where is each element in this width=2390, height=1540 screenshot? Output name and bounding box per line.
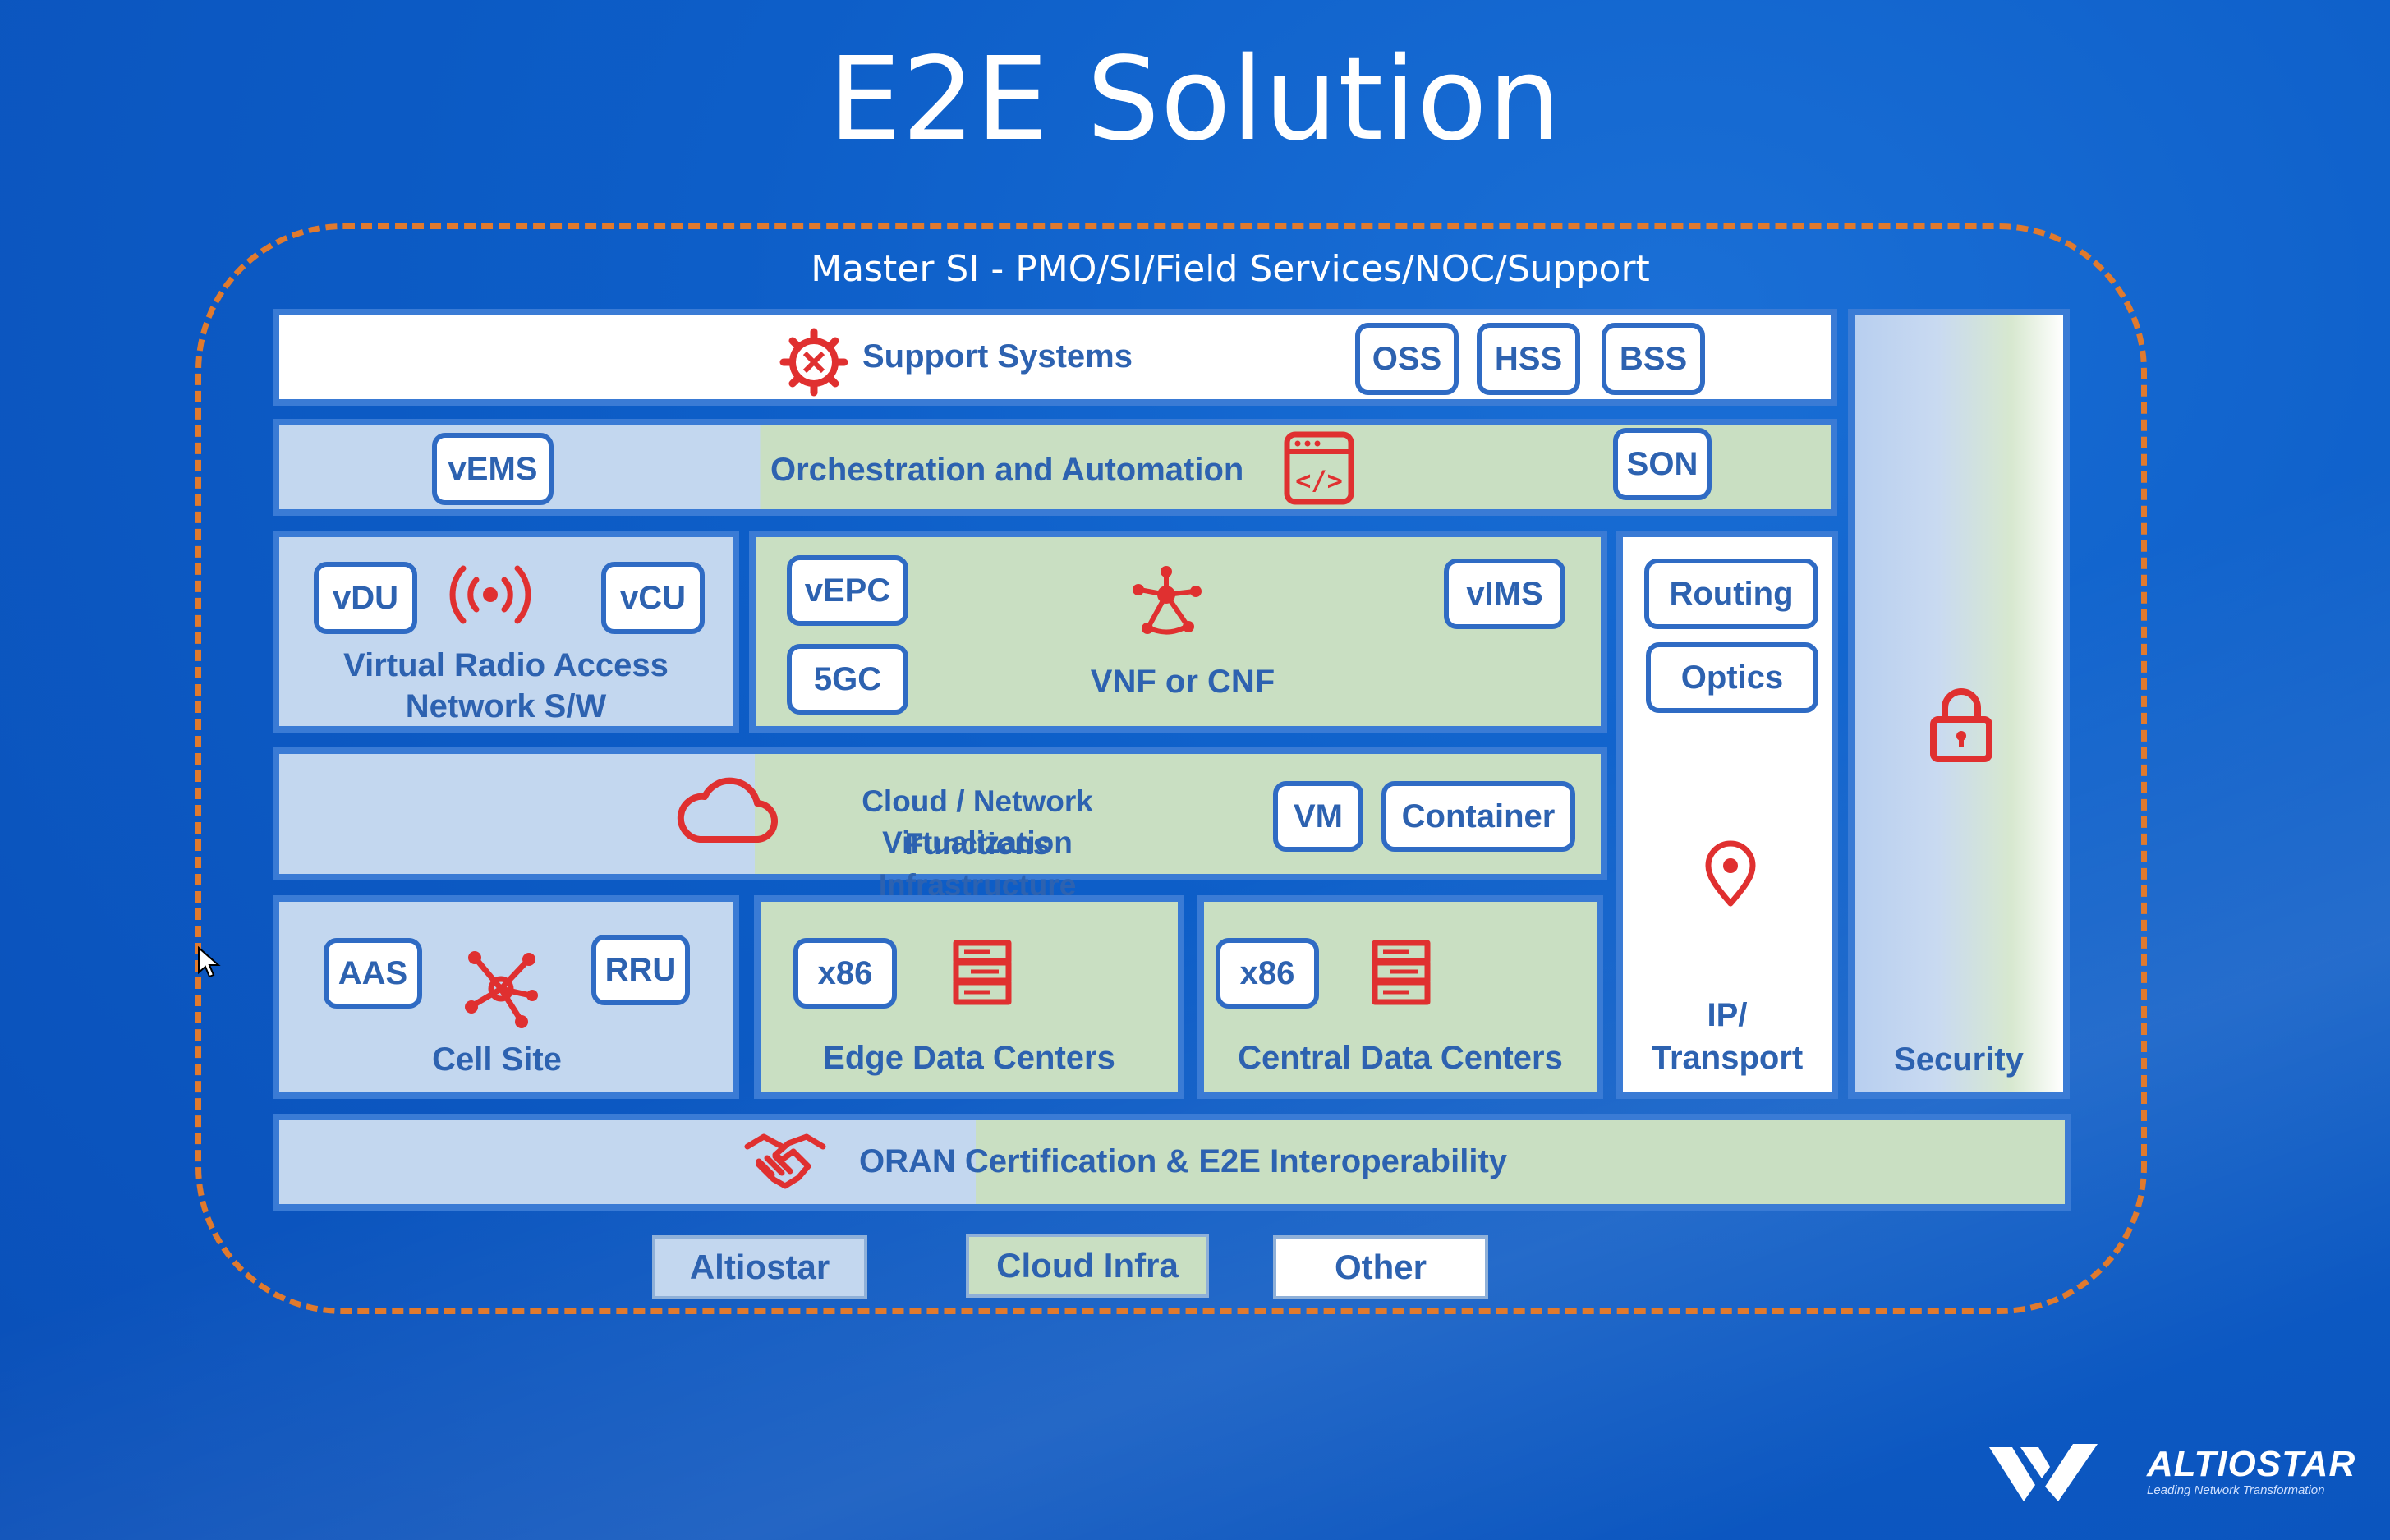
altiostar-logo-icon xyxy=(1989,1444,2098,1501)
edge-dc-panel: x86 Edge Data Centers xyxy=(754,895,1184,1099)
handshake-icon xyxy=(744,1133,826,1189)
edge-dc-label: Edge Data Centers xyxy=(823,1040,1115,1076)
oran-row: ORAN Certification & E2E Interoperabilit… xyxy=(273,1114,2071,1211)
vran-label-line1: Virtual Radio Access xyxy=(343,647,669,683)
nfvi-label-line1: Cloud / Network Functions xyxy=(862,784,1093,861)
svg-text:</>: </> xyxy=(1295,465,1343,496)
location-pin-icon xyxy=(1705,840,1756,907)
server-stack-icon xyxy=(1372,940,1431,1005)
aas-chip: AAS xyxy=(324,938,422,1009)
support-systems-label: Support Systems xyxy=(862,338,1133,375)
slide-title: E2E Solution xyxy=(828,33,1562,167)
nfvi-row: Cloud / Network Functions Virtualization… xyxy=(273,747,1607,902)
central-x86-chip: x86 xyxy=(1216,938,1319,1009)
vepc-chip: vEPC xyxy=(787,555,908,626)
legend-altiostar: Altiostar xyxy=(652,1235,867,1299)
network-hub-icon xyxy=(1133,566,1202,635)
5gc-chip: 5GC xyxy=(787,644,908,715)
vims-chip: vIMS xyxy=(1444,559,1565,629)
central-dc-panel: x86 Central Data Centers xyxy=(1197,895,1603,1099)
legend-cloud-infra: Cloud Infra xyxy=(966,1234,1209,1298)
cloud-icon xyxy=(677,777,778,843)
lock-icon xyxy=(1930,688,1992,762)
ip-transport-line1: IP/ xyxy=(1707,997,1748,1033)
gear-tools-icon xyxy=(779,328,848,397)
vnf-cnf-panel: vEPC 5GC VNF or CNF vIMS xyxy=(749,531,1607,733)
legend-other: Other xyxy=(1273,1235,1488,1299)
ip-transport-line2: Transport xyxy=(1651,1040,1804,1076)
mouse-cursor-icon xyxy=(198,945,221,978)
cell-site-label: Cell Site xyxy=(432,1041,562,1078)
vcu-chip: vCU xyxy=(601,562,705,634)
brand-name: ALTIOSTAR xyxy=(2147,1444,2356,1484)
container-chip: Container xyxy=(1381,781,1575,852)
ip-transport-panel: Routing Optics IP/ Transport xyxy=(1616,531,1838,1099)
vm-chip: VM xyxy=(1273,781,1363,852)
central-dc-label: Central Data Centers xyxy=(1238,1040,1563,1076)
security-panel: Security xyxy=(1848,309,2070,1099)
nfvi-label-line2: Virtualization Infrastructure xyxy=(878,825,1077,902)
vdu-chip: vDU xyxy=(314,562,417,634)
server-stack-icon xyxy=(953,940,1012,1005)
orchestration-label: Orchestration and Automation xyxy=(770,452,1244,488)
master-si-label: Master SI - PMO/SI/Field Services/NOC/Su… xyxy=(811,248,1650,290)
security-label: Security xyxy=(1894,1041,2024,1078)
master-si-frame xyxy=(195,223,2147,1314)
edge-x86-chip: x86 xyxy=(793,938,897,1009)
brand-tagline: Leading Network Transformation xyxy=(2147,1483,2325,1497)
vran-label-line2: Network S/W xyxy=(405,688,607,724)
son-chip: SON xyxy=(1613,428,1712,500)
rru-chip: RRU xyxy=(591,935,690,1005)
orchestration-row: vEMS Orchestration and Automation </> SO… xyxy=(273,419,1837,516)
oran-label: ORAN Certification & E2E Interoperabilit… xyxy=(859,1143,1508,1179)
support-systems-row: Support Systems OSS HSS BSS xyxy=(273,309,1837,406)
cell-tower-node-icon xyxy=(465,951,538,1028)
optics-chip: Optics xyxy=(1646,642,1818,713)
routing-chip: Routing xyxy=(1644,559,1818,629)
vnf-cnf-label: VNF or CNF xyxy=(1090,664,1275,700)
hss-chip: HSS xyxy=(1477,323,1580,395)
radio-waves-icon xyxy=(449,565,531,624)
oss-chip: OSS xyxy=(1355,323,1459,395)
code-window-icon: </> xyxy=(1284,431,1354,505)
cell-site-panel: AAS RRU Cell Site xyxy=(273,895,739,1099)
virtual-ran-panel: vDU vCU Virtual Radio Access Network S/W xyxy=(273,531,739,733)
bss-chip: BSS xyxy=(1602,323,1705,395)
vems-chip: vEMS xyxy=(432,433,554,505)
